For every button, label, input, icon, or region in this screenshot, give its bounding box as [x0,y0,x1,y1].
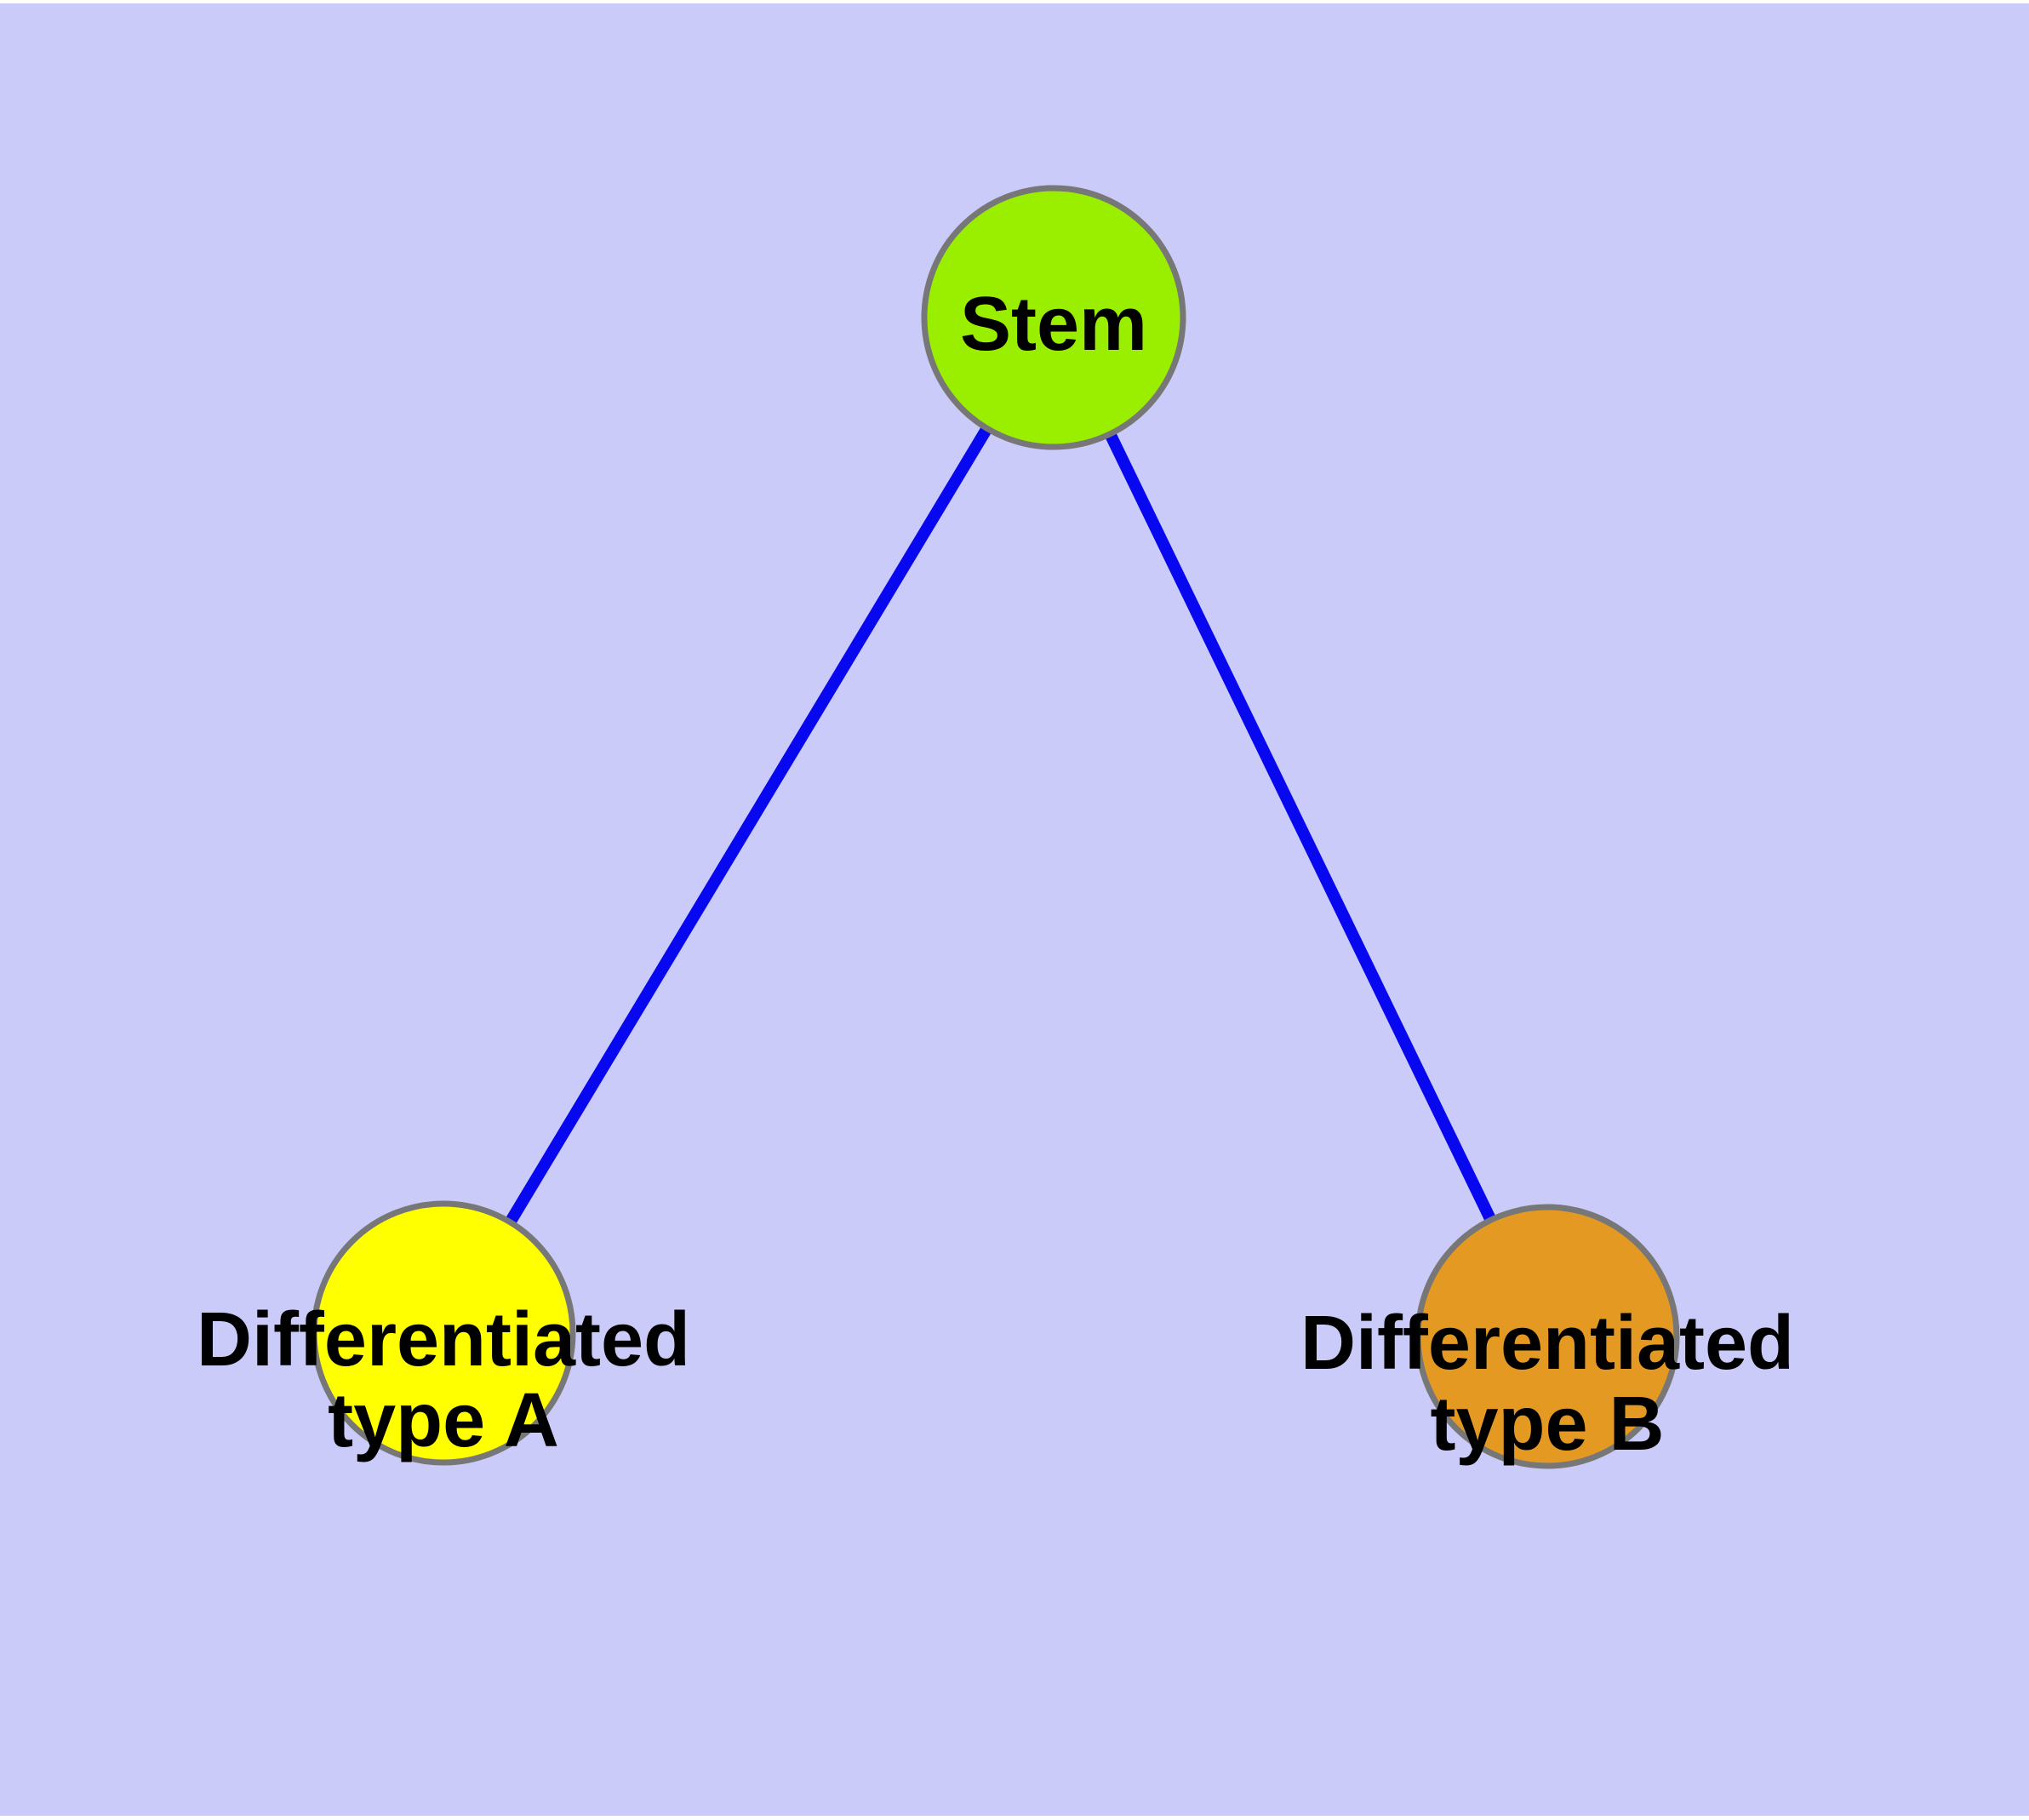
node-stem-label: Stem [960,282,1147,367]
node-type-b-label-line2: type B [1430,1382,1664,1467]
node-stem-circle [921,185,1186,450]
node-type-a-circle [311,1200,576,1466]
node-type-b-circle [1415,1204,1680,1469]
node-stem: Stem [921,185,1186,450]
node-type-a-label-line2: type A [328,1378,559,1463]
node-differentiated-type-b: Differentiated type B [1300,1204,1794,1469]
node-differentiated-type-a: Differentiated type A [197,1200,690,1466]
edge-stem-to-type-b [1048,314,1553,1340]
node-type-b-label-line1: Differentiated [1300,1301,1794,1386]
node-type-a-label-line1: Differentiated [197,1297,690,1382]
edge-stem-to-type-a [438,314,1059,1336]
